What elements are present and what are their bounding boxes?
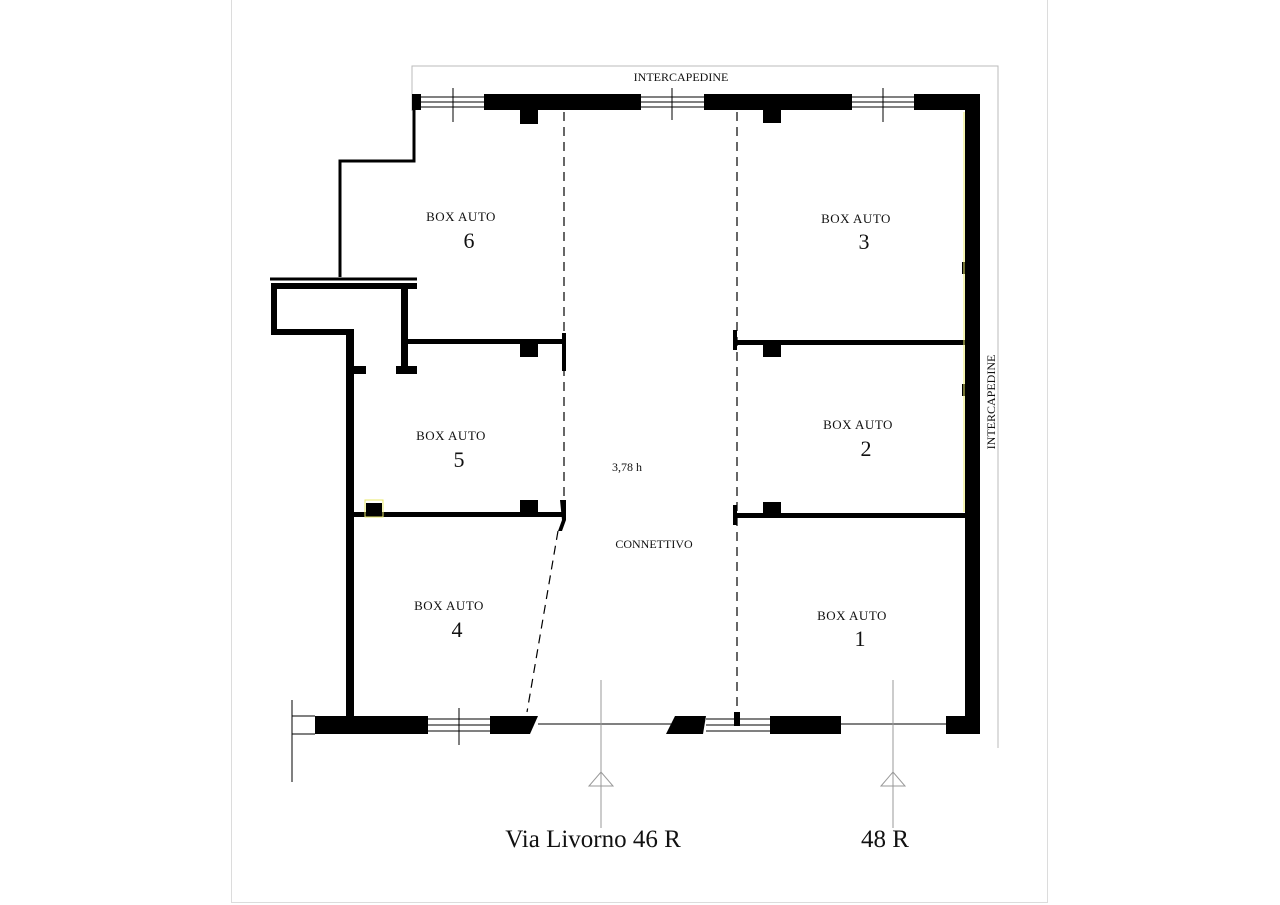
- dashed-boundaries: [526, 112, 738, 713]
- exterior-walls: [271, 94, 980, 734]
- street-address: Via Livorno 46 R: [505, 826, 681, 853]
- box-auto-5-label: BOX AUTO: [416, 428, 486, 443]
- intercapedine-outline: [411, 65, 999, 748]
- corridor-label: CONNETTIVO: [615, 537, 693, 551]
- box-auto-2-label: BOX AUTO: [823, 417, 893, 432]
- box-auto-3-number: 3: [859, 229, 870, 254]
- box-auto-5-number: 5: [454, 447, 465, 472]
- height-note: 3,78 h: [612, 460, 642, 474]
- accent-lines: [364, 112, 965, 518]
- box-auto-1-number: 1: [855, 626, 866, 651]
- box-auto-4-label: BOX AUTO: [414, 598, 484, 613]
- interior-partitions: [354, 262, 966, 531]
- entrance-arrows: [587, 680, 907, 828]
- left-jog-lines: [270, 110, 417, 281]
- windows-bottom: [291, 700, 946, 782]
- drawing-sheet: [231, 0, 1048, 903]
- second-address: 48 R: [861, 826, 909, 853]
- top-intercapedine-label: INTERCAPEDINE: [634, 70, 729, 84]
- right-intercapedine-label: INTERCAPEDINE: [984, 355, 998, 450]
- box-auto-3-label: BOX AUTO: [821, 211, 891, 226]
- windows-top: [421, 88, 914, 122]
- box-auto-6-number: 6: [464, 228, 475, 253]
- box-auto-4-number: 4: [452, 617, 463, 642]
- box-auto-2-number: 2: [861, 436, 872, 461]
- box-auto-6-label: BOX AUTO: [426, 209, 496, 224]
- box-auto-1-label: BOX AUTO: [817, 608, 887, 623]
